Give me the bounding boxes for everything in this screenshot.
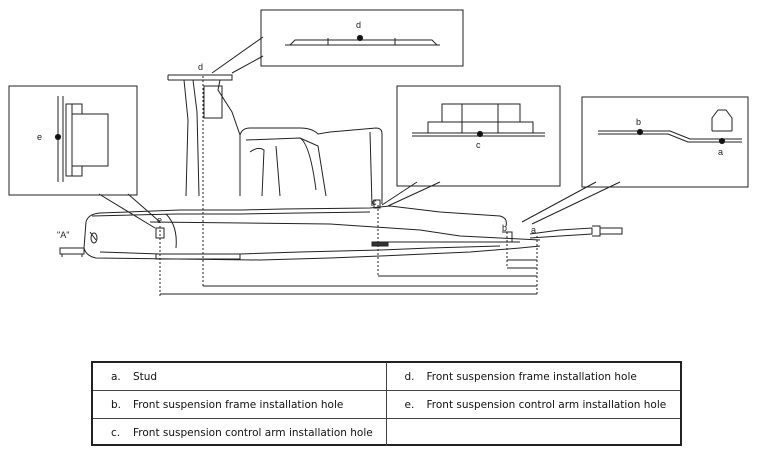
legend-text: Front suspension control arm installatio… — [426, 398, 667, 411]
legend-key: b. — [111, 398, 122, 411]
legend-row: b. Front suspension frame installation ho… — [93, 391, 680, 419]
legend-table: a. Stud d. Front suspension frame installat… — [91, 361, 682, 446]
callout-e: e — [157, 215, 162, 225]
legend-cell: a. Stud — [93, 363, 387, 390]
callout-b-detail: b — [636, 117, 641, 127]
detail-box-e — [8, 85, 138, 196]
legend-cell — [387, 419, 681, 446]
callout-a: a — [531, 225, 536, 235]
dimension-arrows — [160, 259, 537, 295]
legend-cell: b. Front suspension frame installation ho… — [93, 391, 387, 418]
callout-c-detail: c — [476, 140, 481, 150]
stud-a-detail — [718, 137, 726, 145]
fuel-tank-diagram: d e c — [8, 9, 749, 296]
legend-cell: d. Front suspension frame installation ho… — [387, 363, 681, 390]
detail-d-bracket — [285, 38, 440, 46]
callout-e-detail: e — [37, 132, 42, 142]
hole-d-detail — [356, 34, 364, 42]
hole-e-detail — [54, 133, 62, 141]
legend-text: Front suspension frame installation hole — [133, 398, 344, 411]
legend-text: Stud — [133, 370, 158, 383]
legend-text: Front suspension frame installation hole — [426, 370, 637, 383]
legend-cell: c. Front suspension control arm installat… — [93, 419, 387, 446]
callout-b: b — [502, 223, 507, 233]
callout-a-detail: a — [718, 147, 723, 157]
callout-d: d — [198, 62, 203, 72]
legend-cell: e. Front suspension control arm installat… — [387, 391, 681, 418]
hole-b-detail — [636, 128, 644, 136]
legend-key: e. — [404, 398, 415, 411]
legend-key: d. — [404, 370, 415, 383]
legend-row: c. Front suspension control arm installat… — [93, 419, 680, 446]
legend-text: Front suspension control arm installatio… — [133, 426, 373, 439]
view-label-a: "A" — [57, 230, 69, 240]
legend-key: a. — [111, 370, 121, 383]
callout-c: c — [372, 197, 377, 207]
detail-ab-bracket — [598, 109, 742, 143]
legend-row: a. Stud d. Front suspension frame installat… — [93, 363, 680, 391]
hole-c-detail — [476, 130, 484, 138]
legend-key: c. — [111, 426, 121, 439]
callout-d-detail: d — [356, 20, 361, 30]
